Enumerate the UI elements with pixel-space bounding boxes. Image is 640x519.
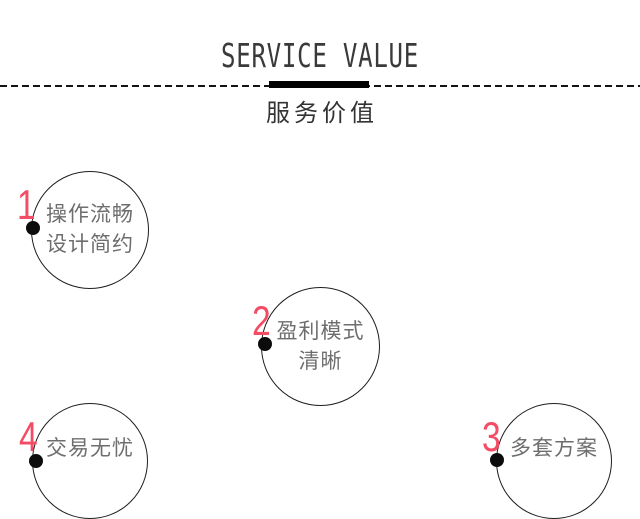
value-circle-4: 交易无忧 (32, 403, 148, 519)
dashed-divider (0, 81, 640, 88)
circle-text-line: 设计简约 (46, 233, 134, 256)
circle-text-line: 操作流畅 (46, 203, 134, 226)
item-dot-1 (26, 221, 40, 235)
item-dot-4 (29, 454, 43, 468)
service-value-section: SERVICE VALUE 服务价值 操作流畅 设计简约 1 盈利模式 清晰 2… (0, 36, 640, 519)
circle-text-line: 盈利模式 (276, 319, 365, 343)
circle-text-line: 多套方案 (510, 437, 598, 460)
value-circle-2: 盈利模式 清晰 (261, 287, 380, 406)
item-dot-2 (258, 337, 272, 351)
item-number-2: 2 (252, 297, 271, 344)
section-title-en: SERVICE VALUE (220, 36, 420, 75)
item-number-1: 1 (17, 181, 36, 228)
divider-accent-bar (269, 81, 369, 88)
value-circle-1: 操作流畅 设计简约 (31, 171, 149, 289)
circle-text-line: 交易无忧 (46, 437, 134, 460)
item-number-3: 3 (482, 413, 501, 460)
item-dot-3 (490, 453, 504, 467)
circle-text-line: 清晰 (298, 349, 343, 373)
section-title-zh: 服务价值 (266, 100, 378, 127)
item-number-4: 4 (19, 413, 38, 460)
value-circle-3: 多套方案 (496, 403, 612, 519)
